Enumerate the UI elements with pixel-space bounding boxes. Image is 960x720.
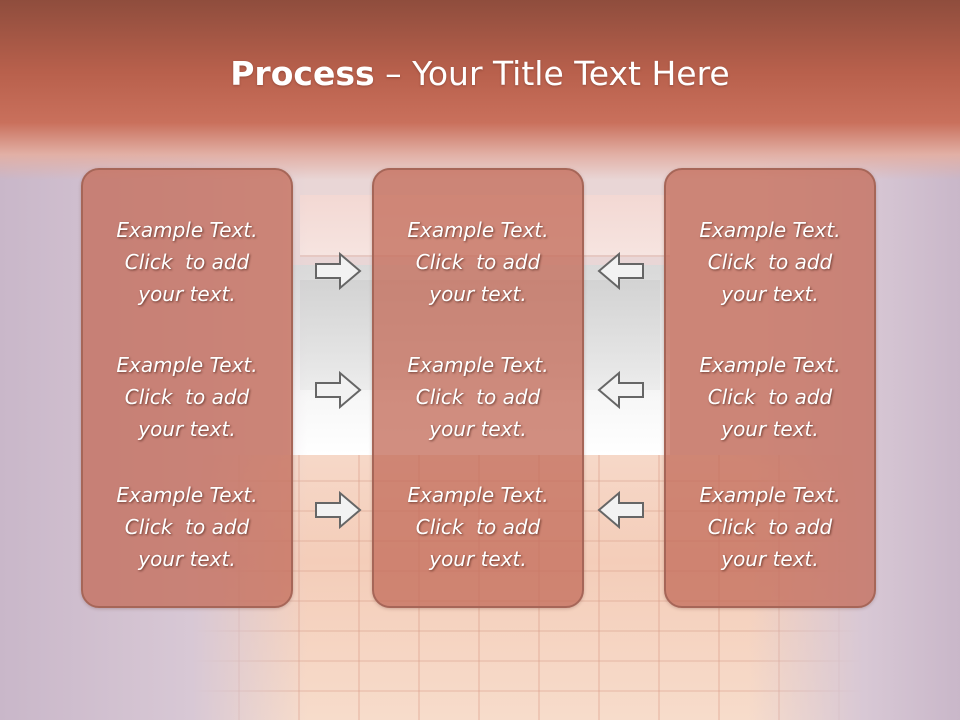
arrow-left-icon[interactable] — [597, 370, 645, 410]
text-line: your text. — [138, 417, 236, 441]
text-line: Click to add — [415, 515, 541, 539]
text-line: Example Text. — [699, 483, 841, 507]
text-line: Click to add — [415, 385, 541, 409]
text-line: Click to add — [707, 515, 833, 539]
arrow-right-icon[interactable] — [314, 490, 362, 530]
text-line: your text. — [429, 547, 527, 571]
process-panel-right: Example Text. Click to add your text. Ex… — [664, 168, 876, 608]
text-line: Click to add — [415, 250, 541, 274]
text-line: Click to add — [124, 250, 250, 274]
panel-text-box[interactable]: Example Text. Click to add your text. — [83, 214, 291, 310]
text-line: your text. — [721, 547, 819, 571]
slide-title[interactable]: Process – Your Title Text Here — [0, 52, 960, 96]
text-line: Example Text. — [116, 483, 258, 507]
title-rest-text: – Your Title Text Here — [374, 54, 730, 93]
arrow-left-icon[interactable] — [597, 251, 645, 291]
panel-text-box[interactable]: Example Text. Click to add your text. — [374, 479, 582, 575]
text-line: Example Text. — [116, 353, 258, 377]
background-ceiling — [0, 0, 960, 180]
text-line: Click to add — [707, 385, 833, 409]
process-panel-center: Example Text. Click to add your text. Ex… — [372, 168, 584, 608]
text-line: Example Text. — [699, 353, 841, 377]
panel-text-box[interactable]: Example Text. Click to add your text. — [666, 214, 874, 310]
text-line: Click to add — [707, 250, 833, 274]
arrow-left-icon[interactable] — [597, 490, 645, 530]
panel-text-box[interactable]: Example Text. Click to add your text. — [374, 349, 582, 445]
text-line: your text. — [429, 417, 527, 441]
text-line: your text. — [721, 417, 819, 441]
panel-text-box[interactable]: Example Text. Click to add your text. — [83, 349, 291, 445]
text-line: your text. — [721, 282, 819, 306]
panel-text-box[interactable]: Example Text. Click to add your text. — [666, 349, 874, 445]
text-line: Example Text. — [116, 218, 258, 242]
text-line: Click to add — [124, 515, 250, 539]
title-bold-text: Process — [230, 54, 375, 93]
panel-text-box[interactable]: Example Text. Click to add your text. — [374, 214, 582, 310]
panel-text-box[interactable]: Example Text. Click to add your text. — [666, 479, 874, 575]
panel-text-box[interactable]: Example Text. Click to add your text. — [83, 479, 291, 575]
text-line: your text. — [429, 282, 527, 306]
text-line: Example Text. — [407, 483, 549, 507]
arrow-right-icon[interactable] — [314, 370, 362, 410]
text-line: your text. — [138, 282, 236, 306]
text-line: Example Text. — [699, 218, 841, 242]
text-line: Example Text. — [407, 218, 549, 242]
arrow-right-icon[interactable] — [314, 251, 362, 291]
process-panel-left: Example Text. Click to add your text. Ex… — [81, 168, 293, 608]
text-line: your text. — [138, 547, 236, 571]
text-line: Example Text. — [407, 353, 549, 377]
text-line: Click to add — [124, 385, 250, 409]
